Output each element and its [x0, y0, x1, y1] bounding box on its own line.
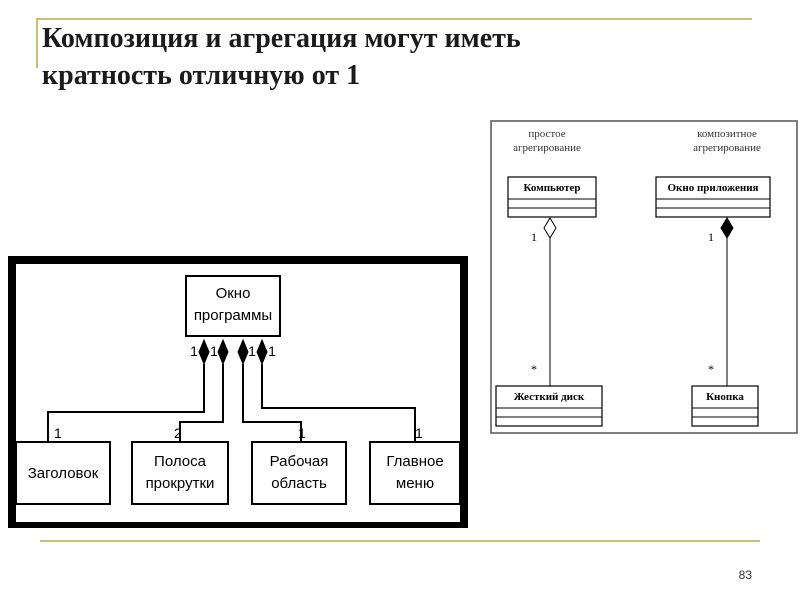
- simple-aggregation-caption-line2: агрегирование: [513, 142, 581, 154]
- hard-disk-class-box: [495, 385, 603, 427]
- button-multiplicity: *: [708, 362, 714, 376]
- computer-class-name: Компьютер: [523, 182, 580, 194]
- child-class-name-mainmenu-line1: Главное: [386, 453, 443, 470]
- composite-aggregation-caption-line2: агрегирование: [693, 142, 761, 154]
- hard-disk-class-name: Жесткий диск: [514, 391, 585, 403]
- child-class-name-workarea-line2: область: [271, 475, 327, 492]
- title-line-1: Композиция и агрегация могут иметь: [42, 23, 521, 54]
- title-line-2: кратность отличную от 1: [42, 60, 361, 91]
- application-window-class-name: Окно приложения: [667, 182, 758, 194]
- parent-multiplicity-1: 1: [190, 343, 198, 359]
- child-class-name-mainmenu-line2: меню: [396, 475, 434, 492]
- composition-diamonds: [198, 338, 268, 366]
- child-multiplicity-workarea: 1: [298, 425, 306, 441]
- button-class-name: Кнопка: [706, 391, 744, 403]
- parent-class-name-line2: программы: [194, 307, 272, 324]
- child-class-box-header: [15, 441, 111, 505]
- child-multiplicity-mainmenu: 1: [415, 425, 423, 441]
- connector-header: [47, 364, 205, 442]
- child-class-box-scrollbar: [131, 441, 229, 505]
- child-class-name-scrollbar-line2: прокрутки: [146, 475, 215, 492]
- left-composition-diagram: Окно программы 1 1 1 1 1 2 1 1 Заголовок…: [8, 256, 468, 528]
- parent-class-box: [185, 275, 281, 337]
- diamond-2: [217, 338, 229, 366]
- page-number: 83: [738, 568, 752, 582]
- child-class-box-mainmenu: [369, 441, 461, 505]
- title-divider-top: [36, 18, 752, 20]
- connector-scrollbar: [179, 364, 224, 442]
- right-diagram-frame: [490, 120, 798, 434]
- child-class-name-scrollbar-line1: Полоса: [154, 453, 207, 470]
- child-class-name-workarea-line1: Рабочая: [270, 453, 329, 470]
- computer-class-box: [507, 176, 597, 218]
- right-aggregation-diagram: простое агрегирование композитное агреги…: [490, 120, 798, 434]
- diamond-1: [198, 338, 210, 366]
- parent-multiplicity-4: 1: [268, 343, 276, 359]
- child-multiplicity-scrollbar: 2: [174, 425, 182, 441]
- application-window-class-box: [655, 176, 771, 218]
- connector-mainmenu: [261, 364, 416, 442]
- composite-aggregation-caption-line1: композитное: [697, 128, 757, 140]
- parent-multiplicity-3: 1: [248, 343, 256, 359]
- slide-title: Композиция и агрегация могут иметь кратн…: [42, 20, 742, 94]
- child-class-name-header: Заголовок: [28, 465, 99, 482]
- application-window-multiplicity: 1: [708, 230, 714, 244]
- parent-multiplicity-2: 1: [210, 343, 218, 359]
- composition-lines: [47, 364, 416, 442]
- hard-disk-multiplicity: *: [531, 362, 537, 376]
- title-divider-left: [36, 18, 38, 68]
- footer-divider: [40, 540, 760, 542]
- child-class-box-workarea: [251, 441, 347, 505]
- child-multiplicity-header: 1: [54, 425, 62, 441]
- parent-class-name-line1: Окно: [216, 285, 251, 302]
- diamond-3: [237, 338, 249, 366]
- simple-aggregation-caption-line1: простое: [528, 128, 565, 140]
- computer-multiplicity: 1: [531, 230, 537, 244]
- button-class-box: [691, 385, 759, 427]
- connector-workarea: [242, 364, 302, 442]
- diamond-4: [256, 338, 268, 366]
